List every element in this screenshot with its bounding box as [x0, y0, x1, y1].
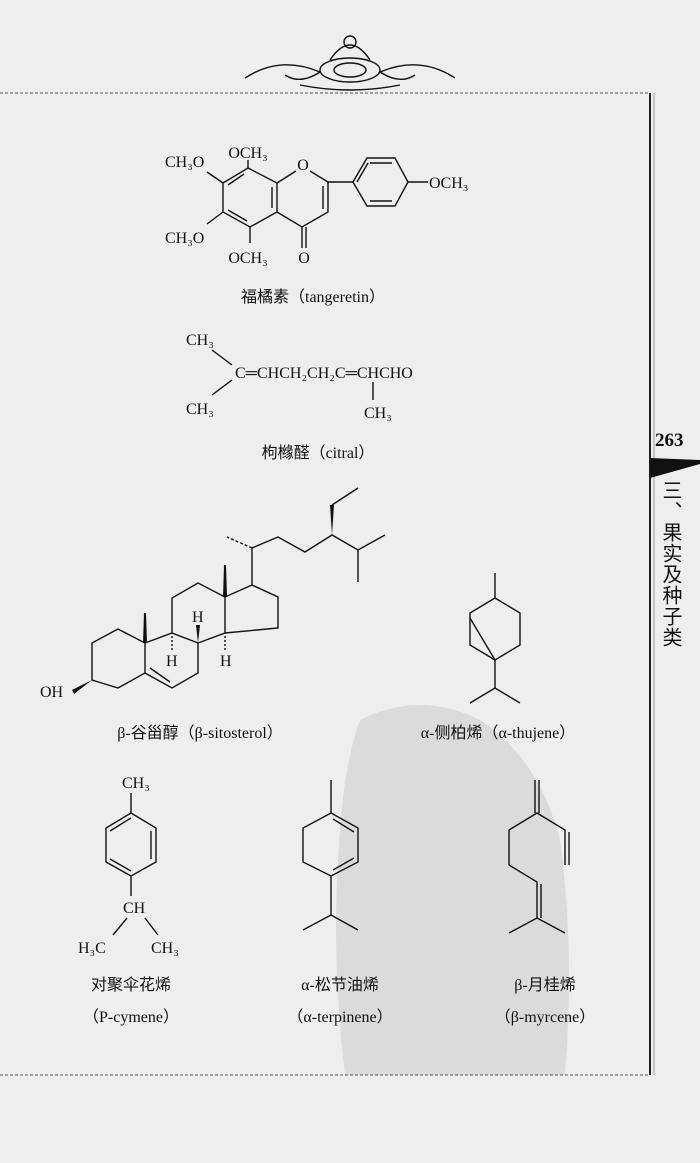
- cymene-caption-cn: 对聚伞花烯: [91, 976, 171, 994]
- myrcene-structure: [508, 780, 570, 934]
- cymene-ch3: CH₃: [122, 775, 150, 792]
- cymene-h3c: H₃C: [78, 940, 106, 957]
- sitosterol-h1: H: [166, 653, 178, 670]
- terpinene-caption-en: （α-terpinene）: [287, 1008, 392, 1026]
- cymene-structure: CH₃ CH H₃C CH₃: [78, 775, 179, 957]
- sitosterol-structure: H H H OH: [40, 487, 386, 701]
- citral-chain: C═CHCH₂CH₂C═CHCHO: [235, 365, 413, 382]
- citral-ch3-top: CH₃: [186, 332, 214, 349]
- cymene-ch3-right: CH₃: [151, 940, 179, 957]
- myrcene-caption-cn: β-月桂烯: [514, 976, 575, 994]
- citral-ch3-branch: CH₃: [364, 405, 392, 422]
- terpinene-caption-cn: α-松节油烯: [301, 976, 379, 994]
- tangeretin-label-ring-o: O: [297, 157, 309, 174]
- citral-structure: CH₃ CH₃ C═CHCH₂CH₂C═CHCHO CH₃: [186, 332, 413, 422]
- tangeretin-label-bottom: OCH₃: [228, 250, 267, 267]
- tangeretin-label-ketone: O: [298, 250, 310, 267]
- tangeretin-label-para: OCH₃: [429, 175, 468, 192]
- sitosterol-caption: β-谷甾醇（β-sitosterol）: [117, 724, 283, 742]
- sitosterol-h2: H: [192, 609, 204, 626]
- thumb-tab-wedge: [650, 458, 700, 478]
- sitosterol-oh: OH: [40, 684, 64, 701]
- tangeretin-label-left-upper: CH₃O: [165, 154, 204, 171]
- thujene-structure: [469, 573, 521, 704]
- watermark-seal: [336, 705, 569, 1075]
- section-title: 三、果实及种子类: [659, 480, 681, 648]
- tangeretin-caption: 福橘素（tangeretin）: [241, 288, 385, 306]
- thujene-caption: α-侧柏烯（α-thujene）: [421, 724, 576, 742]
- citral-caption: 枸橼醛（citral）: [262, 444, 375, 462]
- page-number: 263: [655, 430, 684, 451]
- cymene-ch: CH: [123, 900, 146, 917]
- cymene-caption-en: （P-cymene）: [83, 1008, 179, 1026]
- terpinene-structure: [302, 780, 359, 931]
- citral-ch3-bottom: CH₃: [186, 401, 214, 418]
- sitosterol-h3: H: [220, 653, 232, 670]
- tangeretin-label-left-lower: CH₃O: [165, 230, 204, 247]
- ornament-icon: [244, 35, 456, 91]
- myrcene-caption-en: （β-myrcene）: [495, 1008, 596, 1026]
- tangeretin-label-top: OCH₃: [228, 145, 267, 162]
- tangeretin-structure: OCH₃ CH₃O CH₃O OCH₃ O O OCH₃: [165, 145, 468, 267]
